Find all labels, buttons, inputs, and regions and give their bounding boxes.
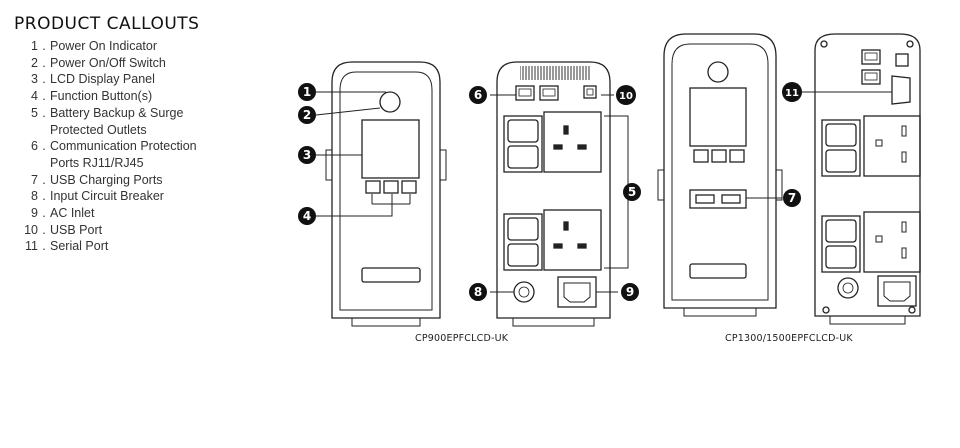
callout-item: 11. Serial Port [14,238,284,255]
callout-item: 4. Function Button(s) [14,88,284,105]
callout-separator: . [42,72,46,87]
badge-8-number: 8 [474,285,482,299]
model-label-cp900: CP900EPFCLCD-UK [415,333,509,344]
callout-item: 5. Battery Backup & Surge [14,105,284,122]
cp1300-back-view [814,33,921,325]
product-callouts-panel: PRODUCT CALLOUTS 1. Power On Indicator 2. P… [14,14,284,255]
callout-separator: . [42,239,46,254]
callout-item: 3. LCD Display Panel [14,71,284,88]
callout-number: 5 [31,105,38,120]
function-button-2 [383,180,399,194]
callout-number: 9 [31,206,38,221]
callout-badge-8: 8 [469,283,487,301]
callout-label: Power On Indicator [50,39,157,53]
callout-separator: . [42,206,46,221]
cp1300-front-view [657,33,783,317]
function-button-1 [365,180,381,194]
callout-separator: . [42,222,46,237]
callout-number: 11 [25,239,38,254]
front-grille-slot [361,267,421,283]
callout-separator: . [42,55,46,70]
callout-label: LCD Display Panel [50,72,155,87]
callout-number: 3 [31,72,38,87]
usb-charging-port-2 [721,194,741,204]
callout-label: Battery Backup & Surge [50,105,184,120]
callout-separator: . [42,39,46,53]
callout-number: 8 [31,189,38,204]
callout-badges: 1 2 3 4 6 10 5 8 9 7 11 [298,82,802,301]
callout-item: 6. Communication Protection [14,138,284,155]
badge-6-number: 6 [474,88,482,102]
power-button [379,91,401,113]
lcd-display-panel [361,119,420,179]
callout-item: 8. Input Circuit Breaker [14,188,284,205]
callout-item: Ports RJ11/RJ45 [14,155,284,172]
callout-badge-7: 7 [783,189,801,207]
callout-label: USB Port [50,222,103,237]
callout-badge-6: 6 [469,86,487,104]
callout-label: Ports RJ11/RJ45 [50,155,144,170]
callout-item: 2. Power On/Off Switch [14,55,284,72]
badge-1-number: 1 [303,85,311,99]
badge-2-number: 2 [303,108,311,122]
callout-number: 2 [31,55,38,70]
callout-number: 4 [31,89,38,104]
callout-badge-10: 10 [616,85,636,105]
callout-badge-1: 1 [298,83,316,101]
callout-separator: . [42,189,46,204]
callout-label: Communication Protection [50,139,197,154]
callout-item: Protected Outlets [14,122,284,139]
badge-3-number: 3 [303,148,311,162]
badge-7-number: 7 [788,191,796,205]
callout-item: 9. AC Inlet [14,205,284,222]
cp900-front-view [325,61,447,327]
callout-separator: . [42,89,46,104]
cp900-back-view [496,61,611,327]
callout-badge-2: 2 [298,106,316,124]
callout-label: Power On/Off Switch [50,55,166,70]
callout-separator: . [42,139,46,154]
callout-item: 1. Power On Indicator [14,38,284,55]
callout-number: 7 [31,172,38,187]
callout-number: 1 [31,39,38,53]
callout-label: Serial Port [50,239,109,254]
callout-badge-3: 3 [298,146,316,164]
callout-label: AC Inlet [50,206,95,221]
callout-label: USB Charging Ports [50,172,163,187]
callouts-title: PRODUCT CALLOUTS [14,14,200,34]
callout-number: 6 [31,139,38,154]
callout-item: 10. USB Port [14,222,284,239]
model-label-cp1300: CP1300/1500EPFCLCD-UK [725,333,853,344]
callout-number: 10 [24,222,38,237]
badge-10-number: 10 [619,91,633,102]
badge-11-number: 11 [785,88,799,99]
callout-badge-11: 11 [782,82,802,102]
callout-badge-9: 9 [621,283,639,301]
callout-label: Input Circuit Breaker [50,189,164,204]
callout-label: Function Button(s) [50,89,153,104]
callout-list: 1. Power On Indicator 2. Power On/Off Switc… [14,38,284,255]
callout-separator: . [42,172,46,187]
badge-4-number: 4 [303,209,311,223]
callout-item: 7. USB Charging Ports [14,172,284,189]
badge-5-number: 5 [628,185,636,199]
callout-badge-4: 4 [298,207,316,225]
callout-label: Protected Outlets [50,122,147,137]
callout-separator: . [42,105,46,120]
usb-charging-port-1 [695,194,715,204]
badge-9-number: 9 [626,285,634,299]
callout-badge-5: 5 [623,183,641,201]
function-button-3 [401,180,417,194]
